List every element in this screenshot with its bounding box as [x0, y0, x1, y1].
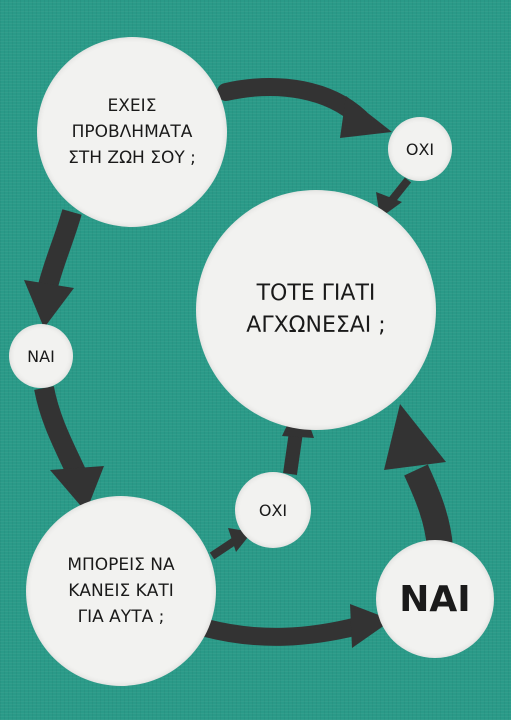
- arrow-q2-to-yes: [203, 617, 361, 646]
- question-can-do-text: ΜΠΟΡΕΙΣ ΝΑ ΚΑΝΕΙΣ ΚΑΤΙ ΓΙΑ ΑΥΤΑ ;: [67, 555, 175, 627]
- answer-no-top-text: ΟΧΙ: [405, 139, 435, 159]
- arrow-q1-to-no-head: [340, 96, 392, 138]
- arrow-no2-to-conclusion: [283, 431, 303, 475]
- arrow-q2-to-no: [209, 536, 239, 560]
- arrow-q1-to-yes: [38, 209, 82, 289]
- answer-no-top-node: ΟΧΙ: [388, 117, 452, 181]
- conclusion-text: ΤΟΤΕ ΓΙΑΤΙ ΑΓΧΩΝΕΣΑΙ ;: [246, 281, 386, 338]
- answer-no-bottom-text: ΟΧΙ: [258, 500, 288, 520]
- question-can-do-node: ΜΠΟΡΕΙΣ ΝΑ ΚΑΝΕΙΣ ΚΑΤΙ ΓΙΑ ΑΥΤΑ ;: [26, 496, 216, 686]
- answer-yes-left-text: ΝΑΙ: [27, 346, 55, 366]
- question-problems-node: ΕΧΕΙΣ ΠΡΟΒΛΗΜΑΤΑ ΣΤΗ ΖΩΗ ΣΟΥ ;: [37, 37, 227, 227]
- answer-no-bottom-node: ΟΧΙ: [235, 472, 311, 548]
- answer-yes-left-node: ΝΑΙ: [9, 324, 73, 388]
- conclusion-node: ΤΟΤΕ ΓΙΑΤΙ ΑΓΧΩΝΕΣΑΙ ;: [196, 190, 436, 430]
- arrow-yes2-to-conclusion: [404, 464, 453, 550]
- answer-yes-bottom-text: ΝΑΙ: [399, 578, 471, 620]
- arrow-yes-to-q2: [34, 385, 86, 477]
- arrow-yes2-to-conclusion-head: [384, 404, 446, 470]
- arrow-q1-to-no: [217, 78, 369, 127]
- question-problems-text: ΕΧΕΙΣ ΠΡΟΒΛΗΜΑΤΑ ΣΤΗ ΖΩΗ ΣΟΥ ;: [68, 96, 196, 168]
- arrow-q1-to-yes-head: [24, 280, 74, 328]
- arrow-no-to-conclusion: [388, 177, 412, 203]
- answer-yes-bottom-node: ΝΑΙ: [376, 540, 494, 658]
- arrow-q2-to-yes-head: [350, 604, 392, 648]
